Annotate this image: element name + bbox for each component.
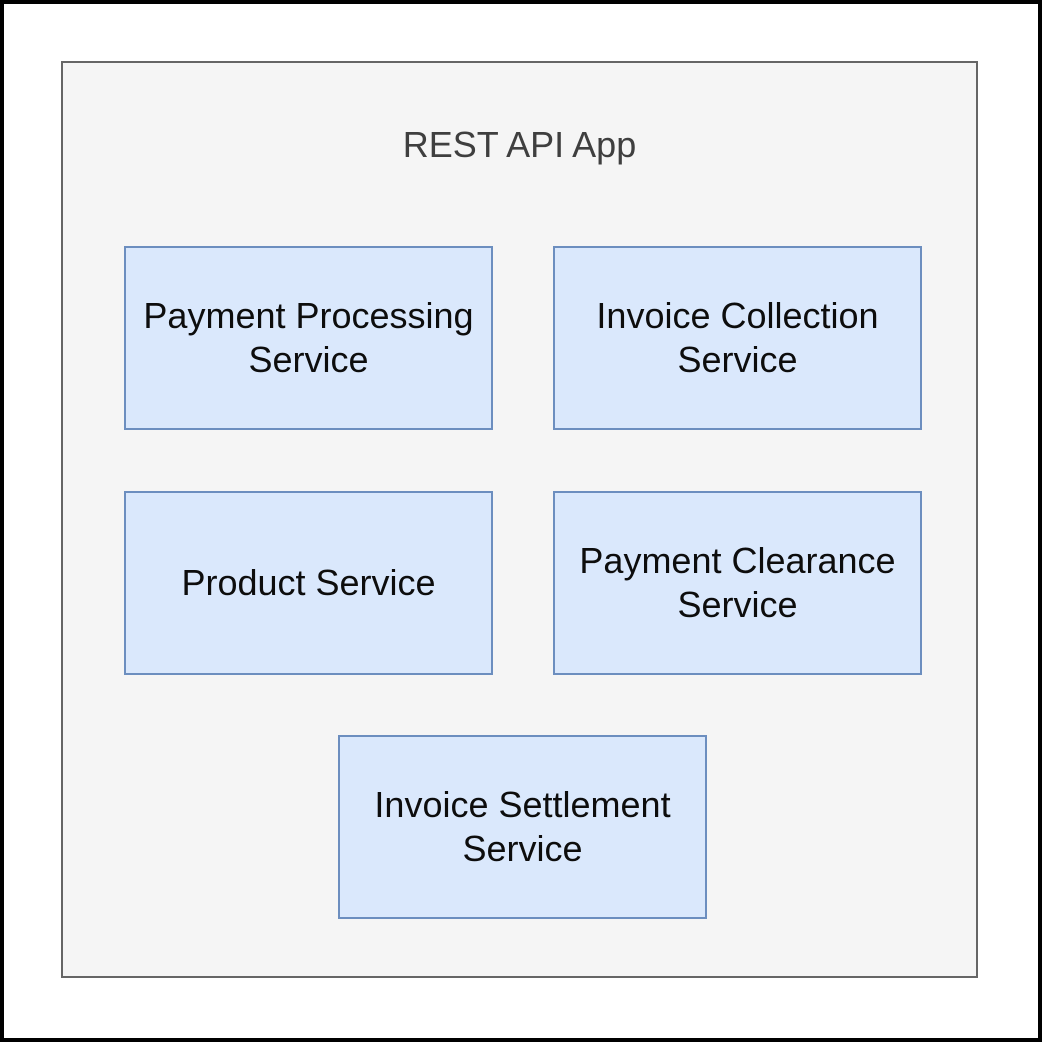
node-invoice-collection-service: Invoice Collection Service bbox=[553, 246, 922, 430]
node-payment-processing-service: Payment Processing Service bbox=[124, 246, 493, 430]
node-payment-clearance-service: Payment Clearance Service bbox=[553, 491, 922, 675]
container-title: REST API App bbox=[402, 124, 637, 165]
node-label: Payment Clearance Service bbox=[579, 540, 896, 625]
rest-api-app-container: REST API App Payment Processing Service … bbox=[61, 61, 978, 978]
node-product-service: Product Service bbox=[124, 491, 493, 675]
node-label: Invoice Settlement Service bbox=[374, 784, 671, 869]
node-label: Invoice Collection Service bbox=[596, 295, 879, 380]
node-label: Product Service bbox=[181, 562, 436, 603]
node-invoice-settlement-service: Invoice Settlement Service bbox=[338, 735, 707, 919]
node-label: Payment Processing Service bbox=[143, 295, 474, 380]
